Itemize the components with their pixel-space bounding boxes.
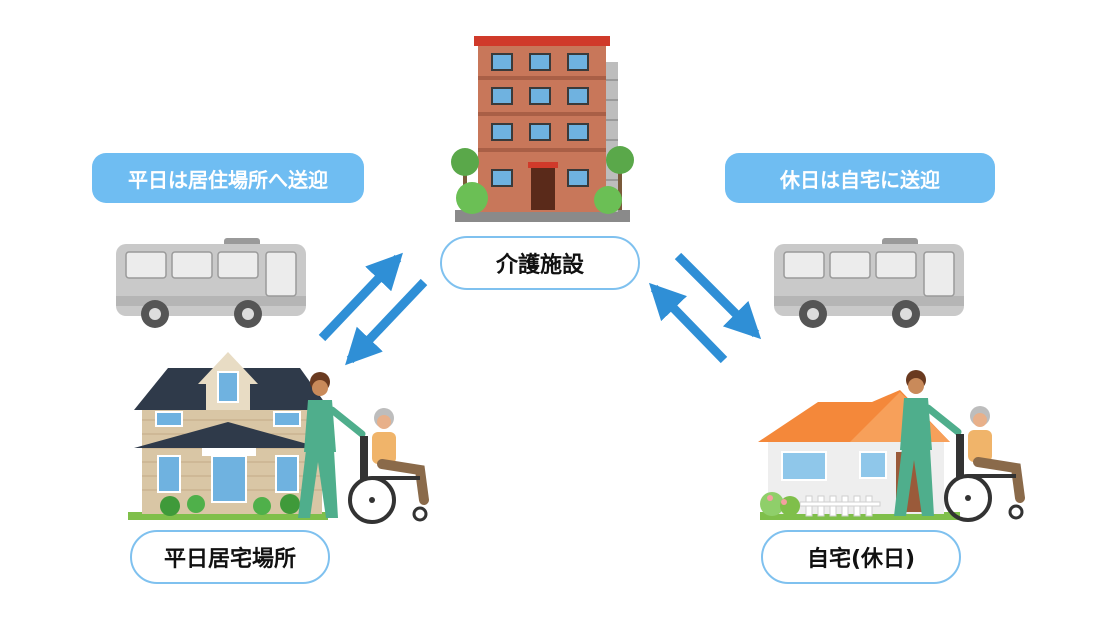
weekday-transport-note: 平日は居住場所へ送迎 bbox=[92, 153, 364, 203]
holiday-transport-note: 休日は自宅に送迎 bbox=[725, 153, 995, 203]
holiday-home-label: 自宅(休日) bbox=[761, 530, 961, 584]
weekday-home-label: 平日居宅場所 bbox=[130, 530, 330, 584]
bidirectional-arrow-icon bbox=[318, 252, 428, 366]
caregiver-wheelchair-icon bbox=[894, 370, 1025, 522]
facility-building-icon bbox=[451, 36, 634, 222]
facility-label: 介護施設 bbox=[440, 236, 640, 290]
bidirectional-arrow-icon bbox=[648, 252, 762, 364]
caregiver-wheelchair-icon bbox=[298, 372, 429, 524]
large-house-icon bbox=[128, 352, 330, 520]
bus-icon bbox=[116, 238, 306, 328]
bus-icon bbox=[774, 238, 964, 328]
